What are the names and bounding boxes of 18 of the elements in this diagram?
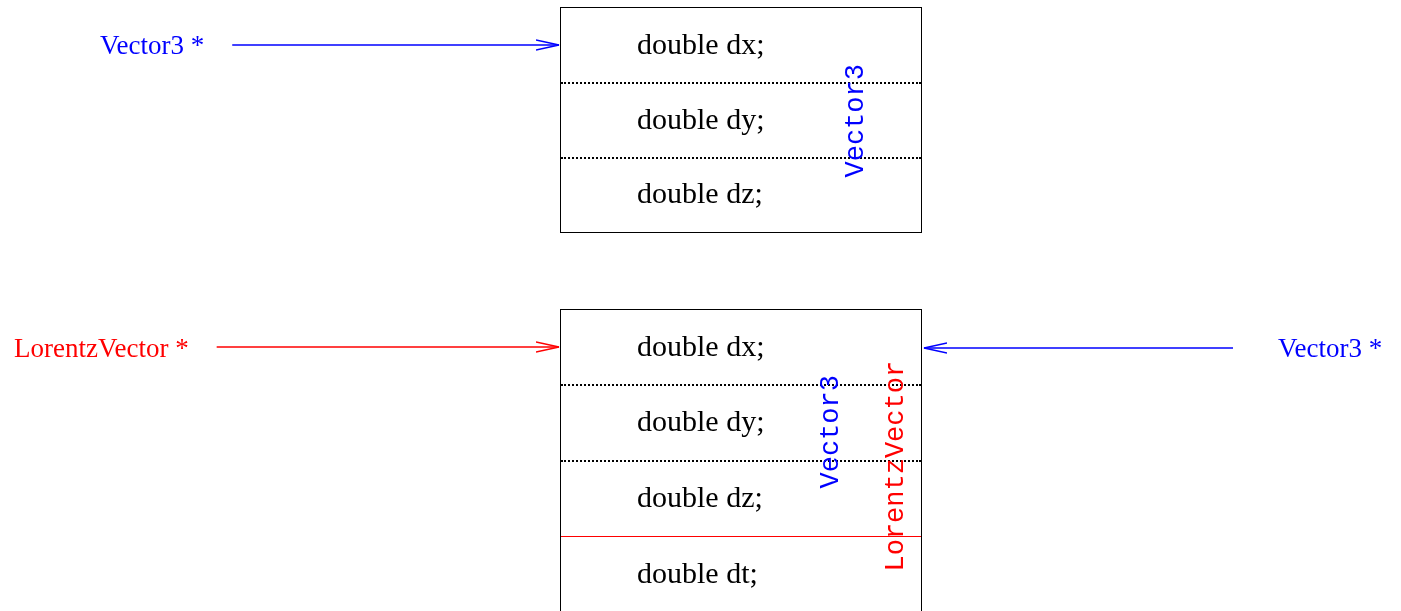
pointer-arrow [923, 342, 1234, 354]
field-declaration: double dy; [637, 101, 765, 136]
class-name-label: Vector3 [841, 64, 871, 178]
pointer-label: Vector3 * [1278, 333, 1383, 364]
field-declaration: double dy; [637, 404, 765, 438]
struct-box [560, 7, 922, 233]
field-declaration: double dx; [637, 328, 765, 363]
field-declaration: double dx; [637, 26, 765, 61]
field-declaration: double dt; [637, 555, 758, 590]
pointer-label: LorentzVector * [14, 333, 189, 364]
pointer-arrow [216, 341, 560, 353]
class-name-label: Vector3 [816, 375, 846, 489]
struct-box [560, 309, 922, 611]
pointer-label: Vector3 * [100, 30, 205, 61]
field-declaration: double dz; [637, 479, 763, 514]
pointer-arrow [231, 39, 560, 51]
class-name-label: LorentzVector [881, 360, 911, 572]
field-declaration: double dz; [637, 176, 763, 210]
